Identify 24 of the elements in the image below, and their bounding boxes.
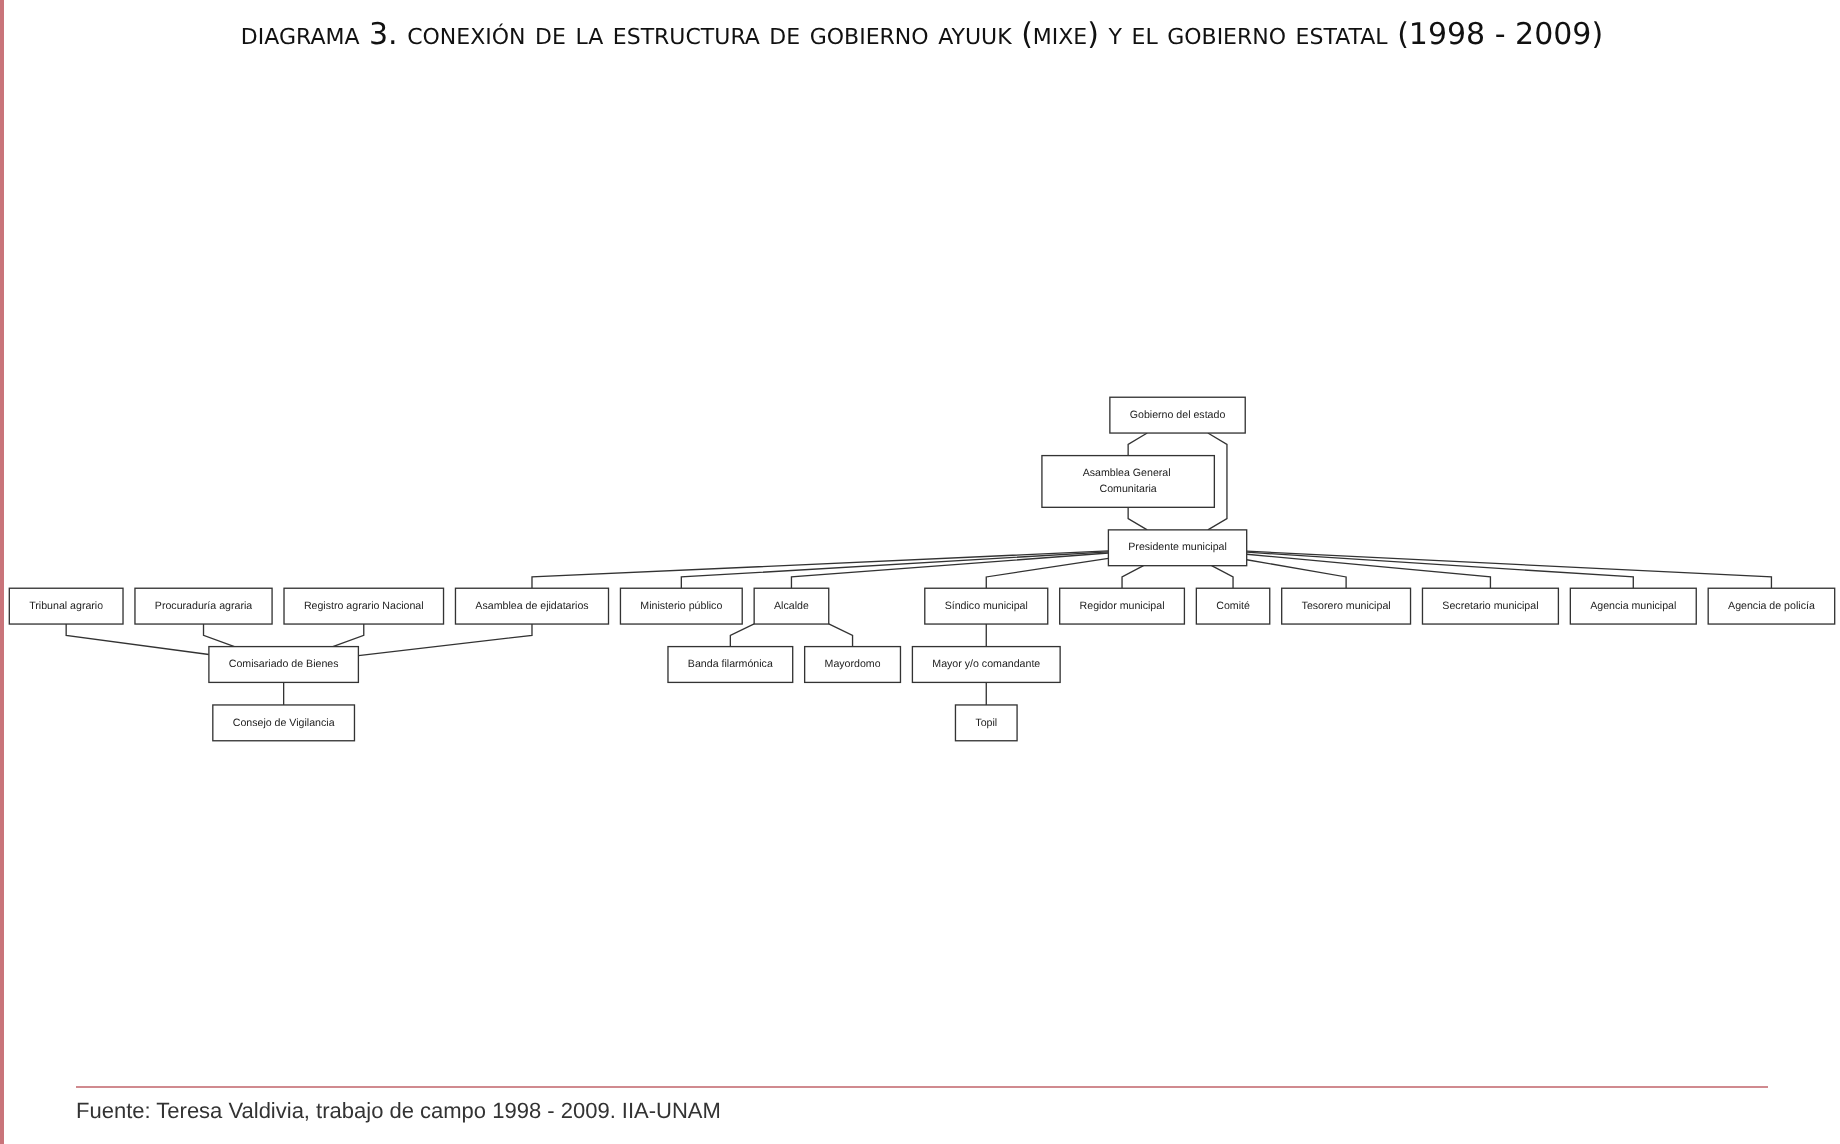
connector <box>1246 559 1347 589</box>
connector <box>531 550 1110 589</box>
connector <box>1127 506 1148 531</box>
connector <box>357 623 533 657</box>
connector <box>65 623 210 656</box>
connector <box>985 557 1110 589</box>
connector <box>985 681 987 706</box>
connector <box>729 623 755 648</box>
diagram-title: diagrama 3. conexión de la estructura de gobierno ayuuk (mixe) y el gobierno estatal (1998 - 2009) <box>238 16 1606 52</box>
connector <box>1210 565 1234 589</box>
connector <box>282 681 285 706</box>
connector <box>1127 432 1148 457</box>
source-caption: Fuente: Teresa Valdivia, trabajo de campo 1998 - 2009. IIA-UNAM <box>76 1100 723 1124</box>
connector <box>828 623 854 648</box>
connector <box>985 623 987 648</box>
connector <box>1246 550 1773 589</box>
connector <box>1207 432 1228 531</box>
connector <box>1246 553 1492 589</box>
connector <box>202 623 236 648</box>
connector <box>332 623 365 648</box>
connector <box>1121 565 1145 589</box>
connector <box>680 551 1110 589</box>
connector <box>1246 551 1634 589</box>
connector <box>790 552 1110 589</box>
